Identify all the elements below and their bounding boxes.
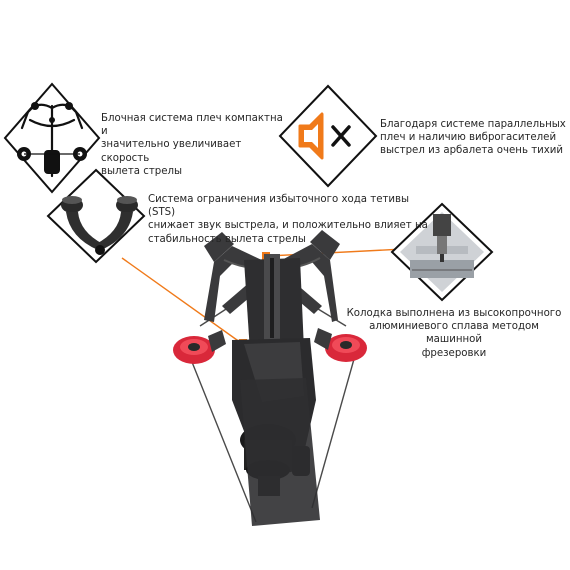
callout-line-sts: [121, 257, 245, 346]
caption-silent-line3: выстрел из арбалета очень тихий: [380, 145, 564, 157]
caption-limbs-line1: Блочная система плеч компактна и: [101, 113, 283, 138]
caption-silent-line1: Благодаря системе параллельных: [380, 119, 566, 130]
callout-lines: [121, 248, 405, 346]
caption-rail: Колодка выполнена из высокопрочного алюм…: [340, 307, 568, 360]
milling-machine-icon: [390, 202, 494, 302]
caption-sts-line1: Система ограничения избыточного хода тет…: [148, 194, 410, 219]
caption-rail-line2: алюминиевого сплава методом машинной: [369, 321, 539, 346]
caption-rail-line1: Колодка выполнена из высокопрочного: [346, 308, 562, 319]
string-stopper-icon: [46, 168, 146, 264]
caption-rail-line3: фрезеровки: [421, 347, 487, 359]
caption-limbs: Блочная система плеч компактна и значите…: [101, 112, 291, 178]
speaker-mute-icon: [278, 84, 378, 188]
caption-sts-line2: снижает звук выстрела, и положительно вл…: [148, 220, 428, 232]
caption-silent-line2: плеч и наличию виброгасителей: [380, 132, 557, 144]
caption-silent: Благодаря системе параллельных плеч и на…: [380, 118, 568, 158]
caption-sts: Система ограничения избыточного хода тет…: [148, 193, 438, 246]
crossbow-illustration: [173, 230, 367, 526]
caption-sts-line3: стабильность вылета стрелы: [148, 233, 306, 245]
callout-line-rail: [267, 248, 405, 257]
caption-limbs-line2: значительно увеличивает скорость: [101, 139, 242, 164]
crossbow-limbs-icon: [3, 82, 101, 194]
caption-limbs-line3: вылета стрелы: [101, 165, 183, 177]
right-cam: [314, 328, 367, 362]
left-cam: [173, 330, 226, 364]
